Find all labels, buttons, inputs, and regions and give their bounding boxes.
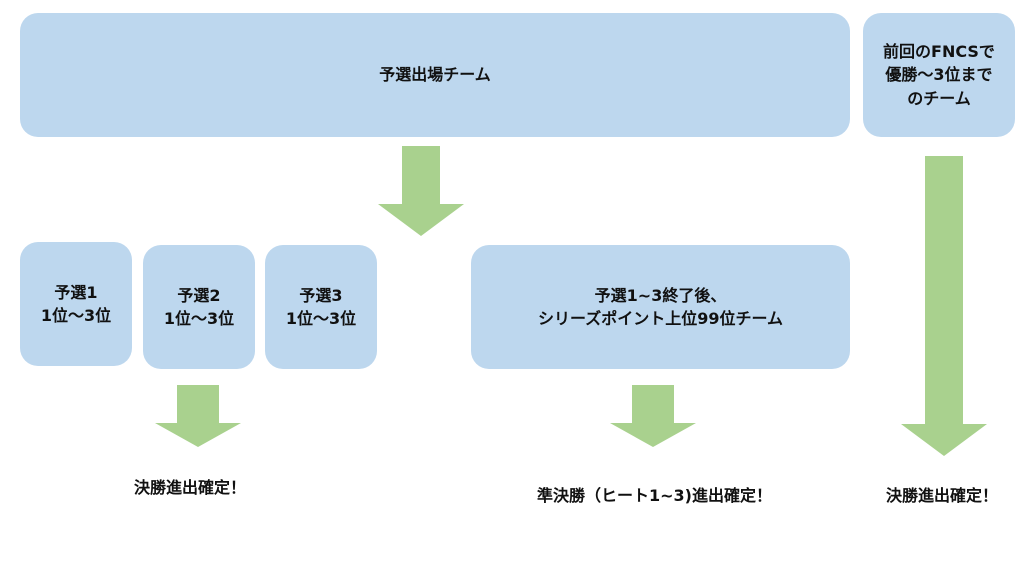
qualifier-3-box: 予選3 1位～3位 xyxy=(265,245,377,369)
qualifier-2-box: 予選2 1位～3位 xyxy=(143,245,255,369)
down-arrow-main xyxy=(378,146,464,236)
down-arrow-qualifiers xyxy=(155,385,241,447)
qualifier-1-box: 予選1 1位～3位 xyxy=(20,242,132,366)
qualifier-teams-box: 予選出場チーム xyxy=(20,13,850,137)
final-confirmed-label-left: 決勝進出確定！ xyxy=(134,478,247,497)
down-arrow-right-long xyxy=(901,156,987,456)
semifinal-confirmed-label: 準決勝（ヒート1~3)進出確定！ xyxy=(537,486,772,505)
final-confirmed-label-right: 決勝進出確定！ xyxy=(886,486,999,505)
previous-fncs-teams-box: 前回のFNCSで 優勝～3位まで のチーム xyxy=(863,13,1015,137)
down-arrow-series-points xyxy=(610,385,696,447)
series-points-top-99-box: 予選1~3終了後、 シリーズポイント上位99位チーム xyxy=(471,245,850,369)
